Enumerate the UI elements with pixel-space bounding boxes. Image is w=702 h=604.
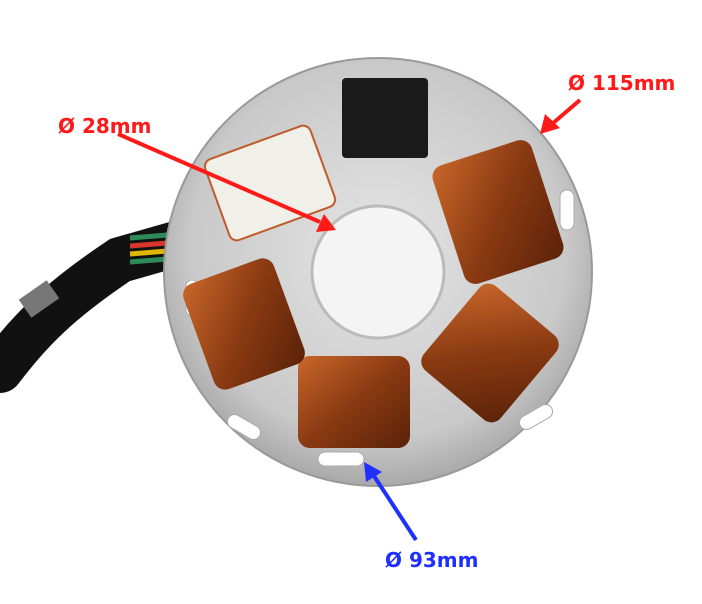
outer-diameter-label: Ø 115mm	[568, 71, 676, 95]
copper-coils	[183, 140, 564, 448]
dimension-arrows	[117, 98, 582, 542]
center-hole	[310, 204, 446, 340]
coil-diameter-label: Ø 93mm	[385, 548, 479, 572]
pickup-module	[203, 124, 337, 242]
inner-diameter-label: Ø 28mm	[58, 114, 152, 138]
connector-block	[342, 78, 428, 158]
